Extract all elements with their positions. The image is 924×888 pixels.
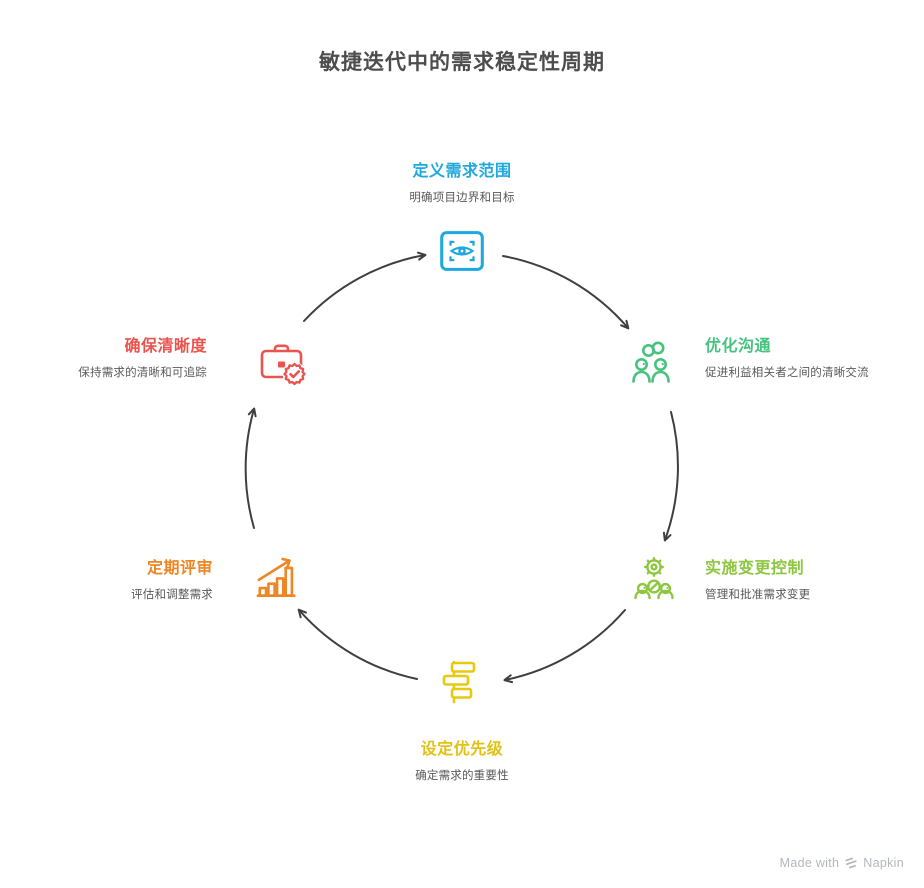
- node-subtitle: 评估和调整需求: [131, 589, 213, 601]
- node-set-priority: 设定优先级 确定需求的重要性: [0, 735, 924, 783]
- people-link-icon: [629, 340, 677, 388]
- node-title: 定义需求范围: [412, 163, 512, 180]
- priority-bars-icon: [441, 660, 479, 704]
- node-define-scope: 定义需求范围 明确项目边界和目标: [0, 157, 924, 205]
- growth-chart-icon: [255, 553, 301, 601]
- arrow-change-to-priority: [503, 609, 626, 684]
- node-ensure-clarity: 确保清晰度 保持需求的清晰和可追踪: [78, 332, 207, 380]
- node-subtitle: 促进利益相关者之间的清晰交流: [705, 367, 869, 379]
- watermark-brand: Napkin: [863, 856, 904, 870]
- node-title: 设定优先级: [420, 741, 504, 758]
- node-title: 定期评审: [146, 560, 213, 577]
- arrow-scope-to-communication: [502, 255, 630, 330]
- node-title: 实施变更控制: [705, 560, 805, 577]
- node-subtitle: 保持需求的清晰和可追踪: [78, 367, 207, 379]
- napkin-logo-icon: [844, 856, 858, 870]
- page-title: 敏捷迭代中的需求稳定性周期: [319, 51, 605, 74]
- napkin-watermark[interactable]: Made with Napkin: [780, 856, 904, 870]
- arrow-priority-to-review: [297, 608, 418, 680]
- node-optimize-communication: 优化沟通 促进利益相关者之间的清晰交流: [705, 332, 869, 380]
- node-periodic-review: 定期评审 评估和调整需求: [131, 554, 213, 602]
- arrow-clarity-to-scope: [303, 251, 427, 322]
- node-change-control: 实施变更控制 管理和批准需求变更: [705, 554, 810, 602]
- node-subtitle: 明确项目边界和目标: [409, 192, 515, 204]
- watermark-prefix: Made with: [779, 856, 840, 870]
- node-title: 优化沟通: [705, 338, 772, 355]
- gear-team-icon: [630, 556, 678, 604]
- arrow-review-to-clarity: [244, 407, 257, 529]
- node-title: 确保清晰度: [124, 338, 207, 355]
- arrow-communication-to-change: [662, 411, 679, 542]
- node-subtitle: 管理和批准需求变更: [705, 589, 811, 601]
- briefcase-check-icon: [258, 341, 308, 387]
- node-subtitle: 确定需求的重要性: [415, 770, 509, 782]
- eye-scan-icon: [440, 230, 484, 272]
